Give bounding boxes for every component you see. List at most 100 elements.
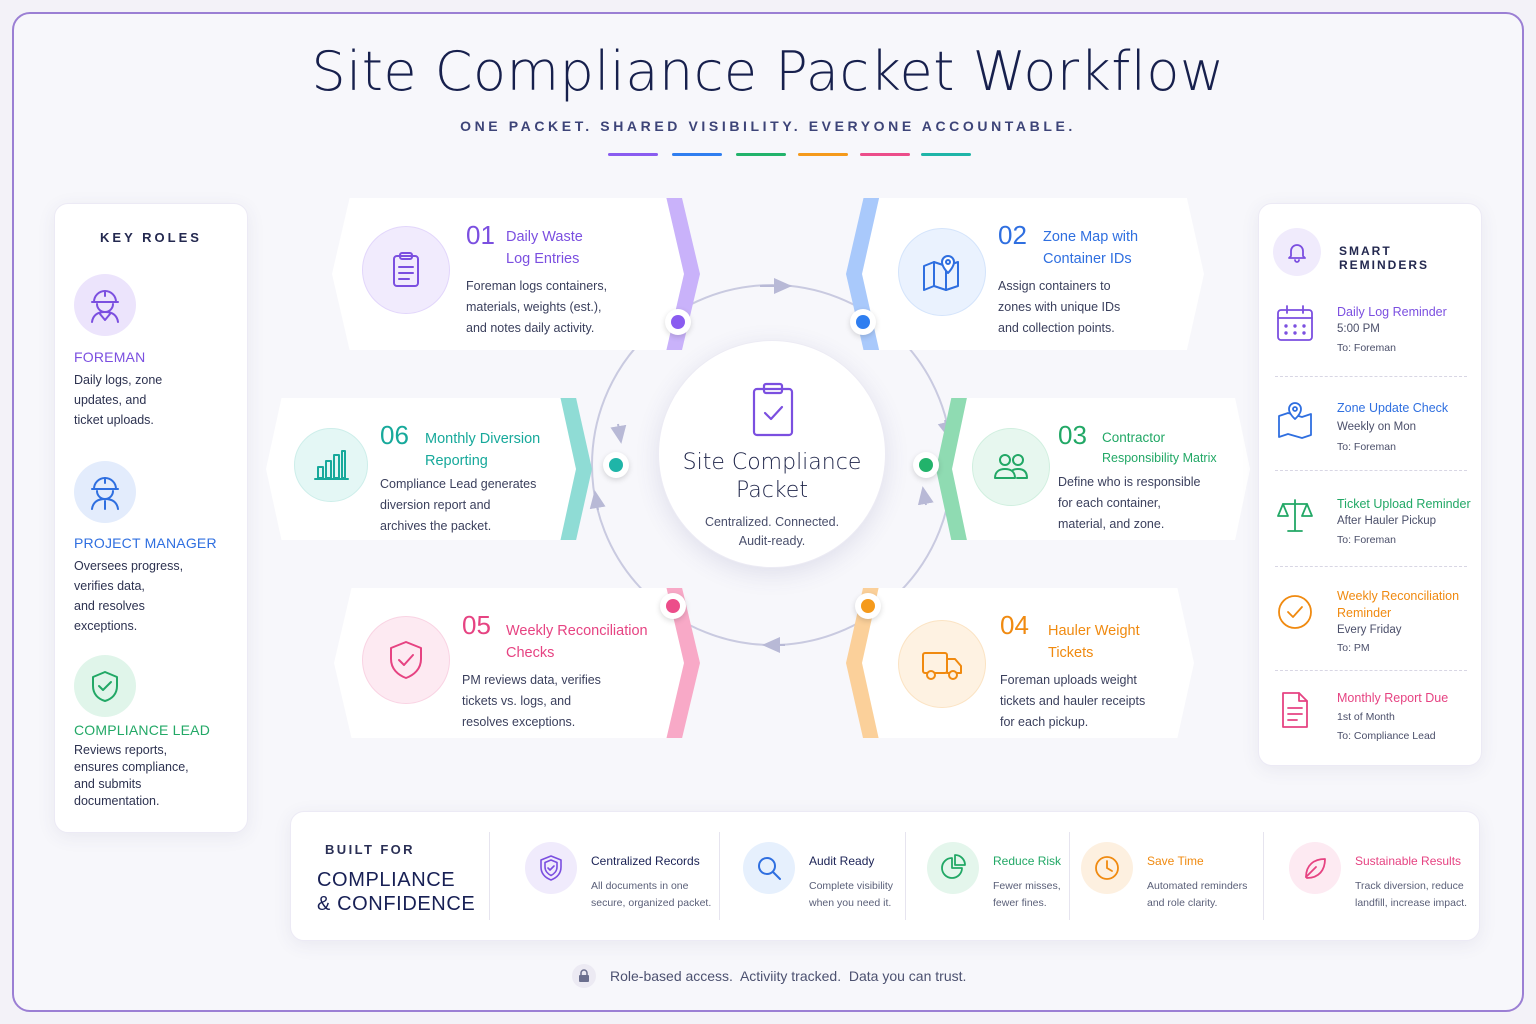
accent-bar-blue (672, 153, 722, 156)
benefit-title: Audit Ready (809, 854, 875, 868)
map-pin-icon (898, 228, 986, 316)
reminder-title: Monthly Report Due (1337, 691, 1449, 705)
shield-check-icon (362, 616, 450, 704)
reminder-divider (1275, 470, 1467, 471)
built-for-label: BUILT FOR (325, 842, 415, 857)
step-06-number: 06 (380, 420, 409, 450)
bar-chart-icon (294, 428, 368, 502)
reminder-to: To: Foreman (1337, 534, 1396, 546)
magnifier-icon (743, 842, 795, 894)
reminder-daily-log[interactable]: Daily Log Reminder 5:00 PM To: Foreman (1273, 304, 1473, 396)
reminder-ticket-upload[interactable]: Ticket Upload Reminder After Hauler Pick… (1273, 496, 1473, 588)
step-01-number: 01 (466, 220, 495, 250)
key-roles-title: KEY ROLES (100, 230, 202, 245)
reminder-divider (1275, 566, 1467, 567)
ring-node-01 (665, 309, 691, 335)
step-04-number: 04 (1000, 610, 1029, 640)
built-for-panel: BUILT FOR COMPLIANCE& CONFIDENCE Central… (290, 811, 1480, 941)
reminder-to: To: Foreman (1337, 342, 1396, 354)
clock-icon (1081, 842, 1133, 894)
scale-icon (1275, 496, 1315, 536)
role-name-foreman: FOREMAN (74, 349, 146, 365)
reminder-monthly-report[interactable]: Monthly Report Due 1st of Month To: Comp… (1273, 690, 1473, 782)
divider (905, 832, 906, 920)
role-name-project-manager: PROJECT MANAGER (74, 535, 217, 551)
reminder-title: Daily Log Reminder (1337, 305, 1447, 319)
role-desc-project-manager: Oversees progress,verifies data,and reso… (74, 559, 184, 633)
ring-node-05 (660, 593, 686, 619)
accent-bar-pink (860, 153, 910, 156)
divider (1263, 832, 1264, 920)
benefit-desc: Fewer misses,fewer fines. (993, 880, 1061, 909)
ring-node-02 (850, 309, 876, 335)
accent-bar-teal (921, 153, 971, 156)
ring-node-03 (913, 452, 939, 478)
reminder-title: Zone Update Check (1337, 401, 1449, 415)
reminder-when: Every Friday (1337, 624, 1402, 636)
step-02-number: 02 (998, 220, 1027, 250)
divider (489, 832, 490, 920)
benefit-title: Save Time (1147, 854, 1204, 868)
worker-hardhat-icon (74, 274, 136, 336)
page-title: Site Compliance Packet Workflow (311, 40, 1225, 103)
benefit-title: Centralized Records (591, 854, 700, 868)
leaf-icon (1289, 842, 1341, 894)
reminder-title: Ticket Upload Reminder (1337, 497, 1471, 511)
divider (719, 832, 720, 920)
step-05-number: 05 (462, 610, 491, 640)
reminder-when: Weekly on Mon (1337, 421, 1417, 433)
accent-bar-green (736, 153, 786, 156)
truck-icon (898, 620, 986, 708)
accent-bar-orange (798, 153, 848, 156)
benefit-title: Sustainable Results (1355, 854, 1462, 868)
smart-reminders-panel: SMART REMINDERS Daily Log Reminder 5:00 … (1258, 203, 1482, 766)
clipboard-check-icon (750, 381, 796, 439)
lock-icon (572, 964, 596, 988)
reminder-divider (1275, 670, 1467, 671)
step-01-desc: Foreman logs containers,materials, weigh… (466, 279, 608, 335)
smart-reminders-title: SMART REMINDERS (1339, 244, 1430, 272)
engineer-hardhat-icon (74, 461, 136, 523)
bell-icon (1273, 228, 1321, 276)
people-icon (972, 428, 1050, 506)
reminder-zone-update[interactable]: Zone Update Check Weekly on Mon To: Fore… (1273, 400, 1473, 492)
footer-text: Role-based access. Activiity tracked. Da… (610, 968, 967, 984)
benefit-sustainable-results: Sustainable Results Track diversion, red… (1289, 834, 1475, 924)
role-desc-compliance-lead: Reviews reports,ensures compliance,and s… (74, 743, 189, 808)
benefit-title: Reduce Risk (993, 854, 1062, 868)
clipboard-icon (362, 226, 450, 314)
reminder-when: 5:00 PM (1337, 323, 1380, 335)
reminder-to: To: Foreman (1337, 441, 1396, 453)
calendar-icon (1275, 304, 1315, 344)
shield-check-icon (74, 655, 136, 717)
reminder-to: To: PM (1337, 642, 1370, 654)
ring-node-06 (603, 452, 629, 478)
benefit-centralized-records: Centralized Records All documents in one… (525, 834, 715, 924)
pie-chart-icon (927, 842, 979, 894)
